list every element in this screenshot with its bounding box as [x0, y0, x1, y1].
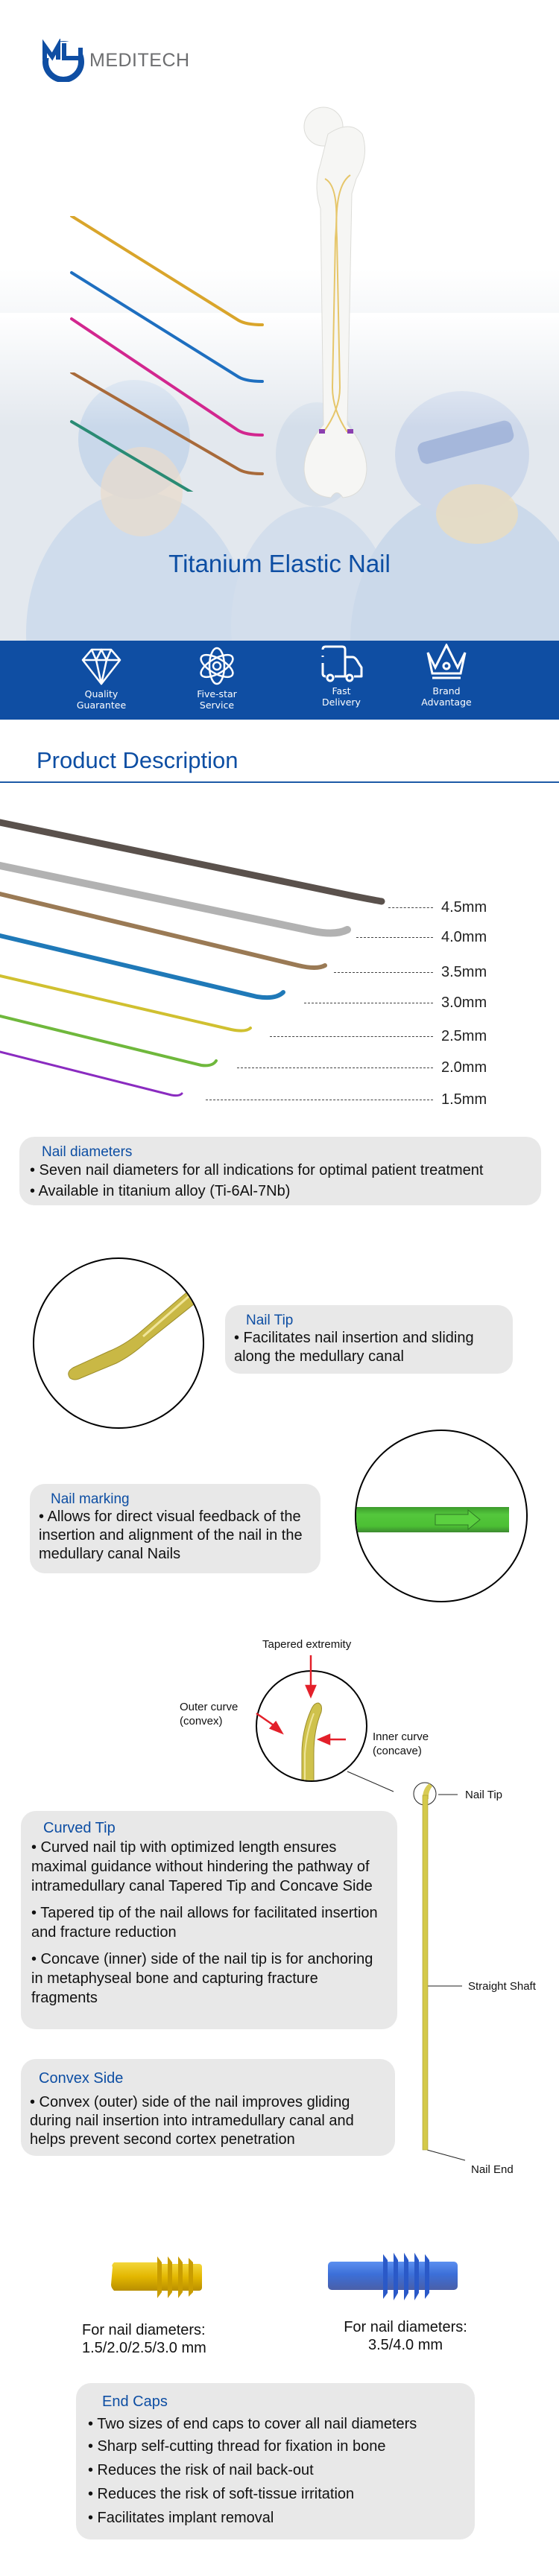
label-inner-curve-line1: Inner curve — [373, 1730, 429, 1743]
leader-line — [388, 907, 433, 908]
label-outer-curve: Outer curve (convex) — [180, 1700, 238, 1728]
small-end-cap-image — [111, 2256, 202, 2298]
nail-marking-zoom-circle — [355, 1430, 528, 1602]
label-outer-curve-line2: (convex) — [180, 1715, 223, 1728]
box-item: • Tapered tip of the nail allows for fac… — [31, 1905, 378, 1941]
nail-marking-info-box: Nail marking • Allows for direct visual … — [30, 1484, 320, 1573]
box-item: • Facilitates nail insertion and sliding… — [234, 1330, 474, 1365]
box-title: Nail marking — [51, 1491, 130, 1507]
nail-diameters-image — [0, 819, 385, 1097]
box-item: • Seven nail diameters for all indicatio… — [30, 1162, 484, 1178]
section-title: Product Description — [37, 747, 239, 773]
box-item: • Sharp self-cutting thread for fixation… — [88, 2438, 386, 2455]
nail-tip-image — [68, 1288, 199, 1380]
caption-line1: For nail diameters: — [82, 2322, 206, 2338]
nail-tip-info-box: Nail Tip • Facilitates nail insertion an… — [225, 1305, 513, 1374]
feature-label-line2: Delivery — [322, 697, 361, 708]
box-item: • Allows for direct visual feedback of t… — [39, 1509, 303, 1562]
crown-icon — [426, 644, 467, 679]
colored-nails-image — [70, 216, 264, 437]
feature-label-line1: Five-star — [197, 688, 237, 699]
convex-side-info-box: Convex Side • Convex (outer) side of the… — [21, 2059, 395, 2156]
nail-diameters-info-box: Nail diameters • Seven nail diameters fo… — [19, 1137, 541, 1205]
leader-line — [270, 1036, 433, 1037]
large-end-cap-caption: For nail diameters: 3.5/4.0 mm — [331, 2318, 480, 2354]
diamond-icon — [81, 648, 121, 685]
feature-label-line2: Advantage — [421, 697, 472, 708]
large-end-cap-image — [328, 2253, 458, 2300]
nail-tip-zoom-circle — [33, 1257, 204, 1429]
box-item: • Facilitates implant removal — [88, 2510, 274, 2526]
box-item: • Reduces the risk of soft-tissue irrita… — [88, 2486, 355, 2502]
curved-tip-info-box: Curved Tip • Curved nail tip with optimi… — [21, 1811, 397, 2029]
diameter-label: 4.0mm — [441, 929, 487, 945]
feature-label-line1: Quality — [84, 688, 119, 699]
curved-tip-zoom-circle — [256, 1670, 367, 1782]
box-item: • Convex (outer) side of the nail improv… — [30, 2094, 354, 2148]
leader-line — [237, 1067, 433, 1068]
brand-name: MEDITECH — [89, 49, 190, 71]
feature-label-line2: Service — [199, 699, 235, 711]
leader-line — [356, 937, 433, 938]
label-straight-shaft: Straight Shaft — [468, 1980, 536, 1993]
feature-label-line1: Brand — [432, 685, 461, 697]
end-caps-info-box: End Caps • Two sizes of end caps to cove… — [76, 2383, 475, 2539]
label-nail-end: Nail End — [471, 2163, 514, 2176]
box-item: • Available in titanium alloy (Ti-6Al-7N… — [30, 1183, 291, 1199]
box-title: Convex Side — [39, 2070, 124, 2087]
feature-label-line1: Fast — [332, 685, 351, 697]
colored-nails-image-lower — [70, 372, 264, 492]
caption-line2: 3.5/4.0 mm — [367, 2337, 443, 2353]
box-item: • Curved nail tip with optimized length … — [31, 1839, 373, 1894]
label-inner-curve-line2: (concave) — [373, 1745, 422, 1757]
caption-line2: 1.5/2.0/2.5/3.0 mm — [82, 2340, 206, 2356]
label-inner-curve: Inner curve (concave) — [373, 1730, 429, 1758]
box-title: End Caps — [102, 2393, 168, 2410]
brand-logo[interactable]: MEDITECH — [42, 39, 190, 82]
small-end-cap-caption: For nail diameters: 1.5/2.0/2.5/3.0 mm — [82, 2321, 231, 2357]
diameter-label: 2.5mm — [441, 1028, 487, 1044]
curved-tip-image — [301, 1702, 322, 1780]
diameter-label: 4.5mm — [441, 899, 487, 916]
meditech-logo-icon — [42, 39, 84, 82]
diameter-label: 3.0mm — [441, 994, 487, 1011]
box-title: Nail diameters — [42, 1144, 133, 1160]
femur-bone-image — [303, 107, 367, 498]
hero-banner: MEDITECH Titanium Elastic Nail — [0, 0, 559, 641]
diameter-label: 1.5mm — [441, 1091, 487, 1108]
box-title: Nail Tip — [246, 1313, 294, 1328]
diameter-label: 2.0mm — [441, 1059, 487, 1076]
truck-icon — [321, 645, 363, 682]
box-title: Curved Tip — [43, 1820, 116, 1836]
section-divider — [0, 781, 559, 783]
label-nail-tip: Nail Tip — [465, 1789, 503, 1801]
hero-title: Titanium Elastic Nail — [168, 550, 391, 577]
diameter-label: 3.5mm — [441, 964, 487, 980]
label-tapered-extremity: Tapered extremity — [262, 1638, 352, 1651]
leader-line — [334, 972, 433, 973]
feature-label-line2: Guarantee — [76, 699, 127, 711]
nail-marking-image — [356, 1507, 509, 1532]
label-outer-curve-line1: Outer curve — [180, 1701, 239, 1713]
atom-icon — [200, 647, 234, 685]
box-item: • Two sizes of end caps to cover all nai… — [88, 2416, 417, 2432]
caption-line1: For nail diameters: — [344, 2319, 467, 2335]
box-item: • Reduces the risk of nail back-out — [88, 2462, 314, 2478]
box-item: • Concave (inner) side of the nail tip i… — [31, 1951, 373, 2006]
